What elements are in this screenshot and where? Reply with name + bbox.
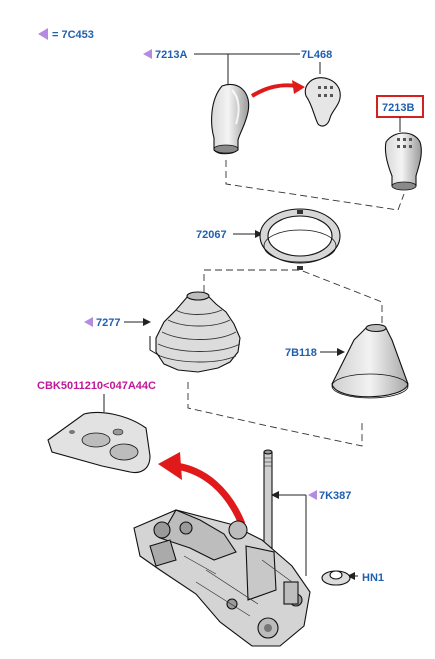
knob-7213a: 7213A: [143, 49, 300, 155]
knob-7213a-body: [211, 84, 250, 155]
marker-triangle-icon: [143, 49, 152, 59]
label-72067: 72067: [196, 229, 227, 241]
red-curved-arrow-icon: [175, 462, 246, 526]
ring-72067: 72067: [196, 208, 341, 270]
label-7b118: 7B118: [285, 347, 317, 359]
legend: = 7C453: [38, 28, 94, 41]
console-panel: CBK5011210<047A44C: [37, 380, 156, 474]
label-7213b: 7213B: [382, 102, 414, 114]
cone-body: [331, 327, 409, 398]
label-7k387: 7K387: [319, 490, 351, 502]
label-7213a: 7213A: [155, 49, 187, 61]
knob-7213b: 7213B: [376, 95, 424, 191]
lever-7k387: 7K387: [133, 449, 351, 647]
label-console-panel: CBK5011210<047A44C: [37, 380, 156, 392]
label-hn1: HN1: [362, 572, 384, 584]
knob-insert-body: [304, 77, 341, 127]
lever-rod: [263, 451, 273, 549]
knob-insert-7l468: 7L468: [301, 49, 341, 127]
knob-7213b-body: [384, 132, 422, 190]
boot-7277: 7277: [84, 291, 241, 373]
marker-triangle-icon: [84, 317, 93, 327]
label-7277: 7277: [96, 317, 120, 329]
legend-text: = 7C453: [52, 29, 94, 41]
nut-hn1: HN1: [321, 570, 384, 586]
boot-body: [155, 295, 241, 373]
legend-triangle-icon: [38, 28, 48, 40]
cone-boot-7b118: 7B118: [285, 323, 409, 399]
marker-triangle-icon: [308, 490, 317, 500]
red-arrow-icon: [250, 83, 297, 98]
label-7l468: 7L468: [301, 49, 332, 61]
